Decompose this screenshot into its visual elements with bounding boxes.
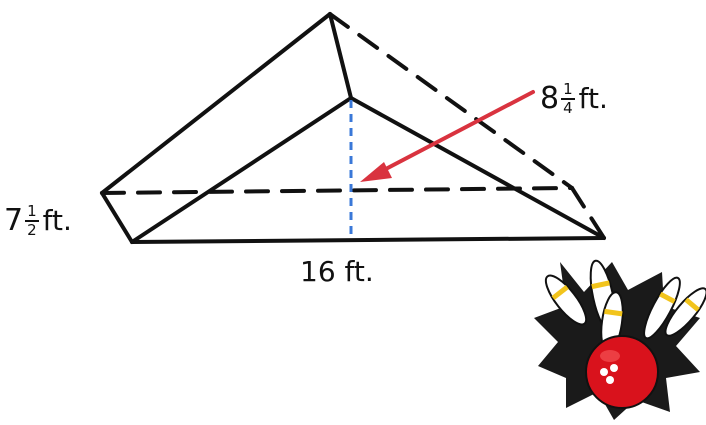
- arrow: [360, 90, 535, 182]
- base-length-text: 16 ft.: [300, 255, 374, 288]
- slant-height-denominator: 4: [563, 99, 573, 117]
- front-left-edge: [130, 96, 353, 244]
- hidden-edges: [100, 12, 606, 240]
- base-length-label: 16 ft.: [300, 258, 374, 286]
- slant-height-numerator: 1: [563, 80, 573, 98]
- bowling-ball: [585, 335, 659, 409]
- visible-edges: [100, 12, 606, 244]
- side-length-whole: 7: [4, 203, 24, 238]
- front-base-edge: [130, 236, 606, 244]
- side-length-denominator: 2: [27, 221, 37, 239]
- hidden-back-corner-edge: [570, 186, 606, 240]
- slant-height-whole: 8: [540, 81, 560, 116]
- slant-height-unit: ft.: [578, 82, 608, 115]
- apex-ridge-edge: [328, 12, 353, 100]
- top-apex-edge: [100, 12, 332, 195]
- front-right-edge: [349, 96, 606, 240]
- bowling-pins-and-ball-icon: [534, 259, 706, 420]
- side-length-unit: ft.: [42, 204, 72, 237]
- hidden-back-base-edge: [100, 186, 574, 195]
- side-length-numerator: 1: [27, 202, 37, 220]
- left-side-edge: [100, 191, 134, 244]
- hidden-back-slant-edge: [328, 12, 574, 190]
